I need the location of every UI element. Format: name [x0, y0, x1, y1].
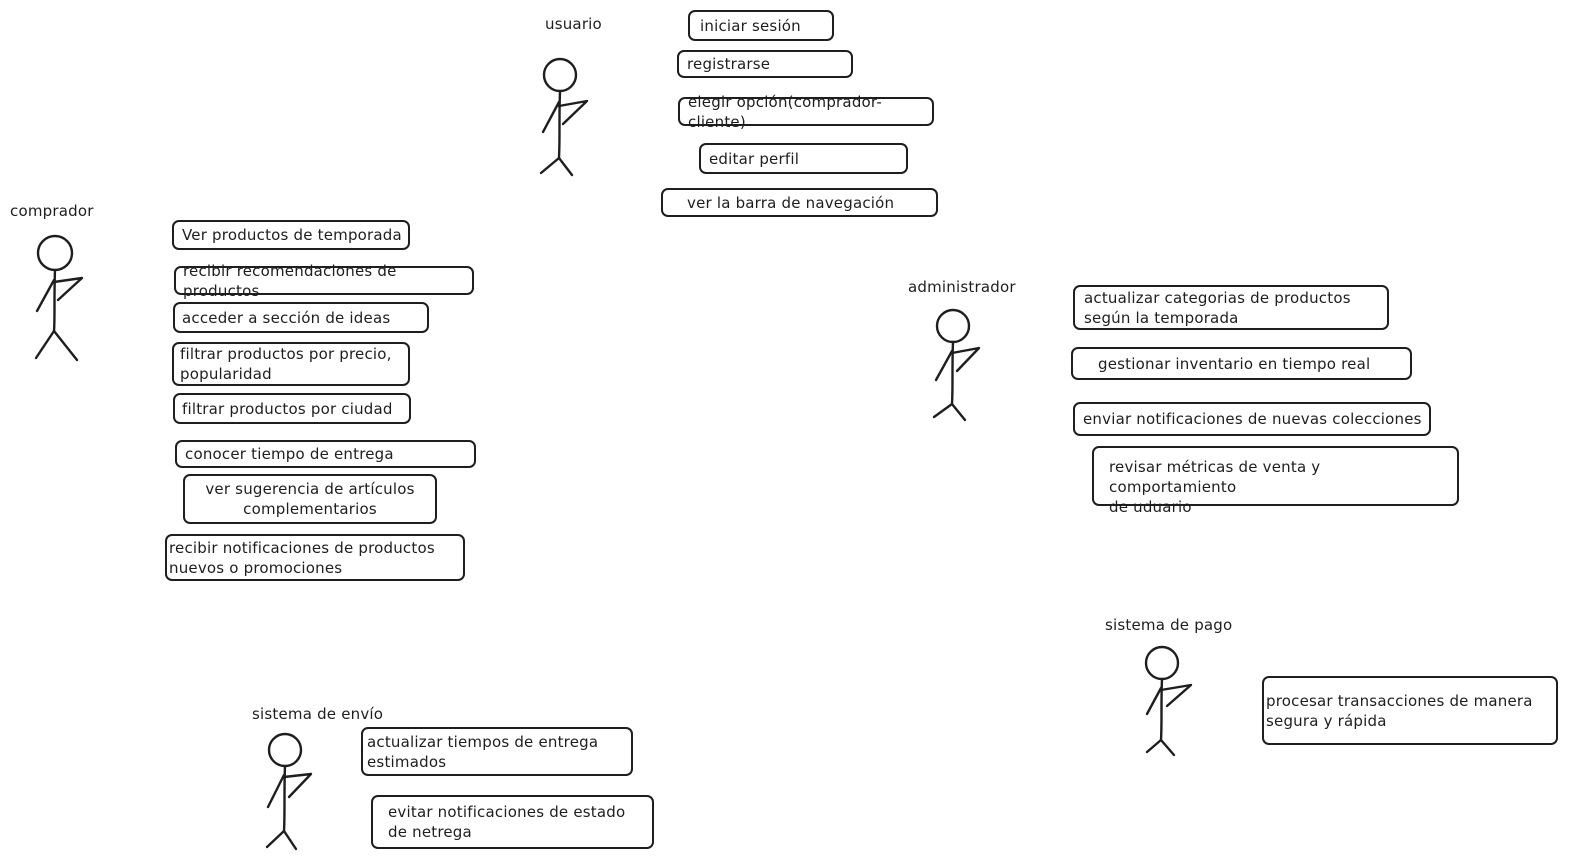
use-case-procesar-transacciones: procesar transacciones de manera segura … [1262, 676, 1558, 745]
use-case-filtrar-precio-popularidad: filtrar productos por precio, popularida… [172, 342, 410, 386]
use-case-enviar-notificaciones: enviar notificaciones de nuevas coleccio… [1073, 402, 1431, 436]
use-case-revisar-metricas: revisar métricas de venta y comportamien… [1092, 446, 1459, 516]
actor-label-sistema-pago: sistema de pago [1105, 616, 1233, 634]
use-case-iniciar-sesion: iniciar sesión [688, 10, 834, 41]
use-case-elegir-opcion: elegir opción(comprador-cliente) [678, 93, 934, 131]
stick-figure-sistema-pago-icon [1144, 645, 1193, 757]
actor-label-comprador: comprador [10, 202, 94, 220]
stick-figure-usuario-icon [539, 57, 589, 177]
use-case-gestionar-inventario: gestionar inventario en tiempo real [1071, 347, 1412, 380]
use-case-recibir-notificaciones: recibir notificaciones de productos nuev… [165, 534, 465, 581]
actor-label-usuario: usuario [545, 15, 602, 33]
use-case-ver-productos-temporada: Ver productos de temporada [172, 220, 410, 250]
use-case-editar-perfil: editar perfil [699, 143, 908, 174]
use-case-registrarse: registrarse [677, 50, 853, 78]
actor-label-sistema-envio: sistema de envío [252, 705, 384, 723]
use-case-acceder-seccion-ideas: acceder a sección de ideas [173, 302, 429, 333]
use-case-actualizar-tiempos-entrega: actualizar tiempos de entrega estimados [361, 727, 633, 776]
use-case-conocer-tiempo-entrega: conocer tiempo de entrega [175, 440, 476, 468]
stick-figure-sistema-envio-icon [265, 732, 313, 851]
use-case-actualizar-categorias: actualizar categorias de productos según… [1073, 285, 1389, 330]
use-case-evitar-notificaciones-estado: evitar notificaciones de estado de netre… [371, 795, 654, 849]
actor-label-administrador: administrador [908, 278, 1016, 296]
use-case-ver-sugerencia-articulos: ver sugerencia de artículos complementar… [183, 474, 437, 524]
stick-figure-comprador-icon [34, 234, 84, 362]
stick-figure-administrador-icon [932, 308, 981, 422]
use-case-recibir-recomendaciones: recibir recomendaciones de productos [174, 262, 474, 300]
use-case-ver-barra-navegacion: ver la barra de navegación [661, 188, 938, 217]
use-case-filtrar-ciudad: filtrar productos por ciudad [173, 393, 411, 424]
